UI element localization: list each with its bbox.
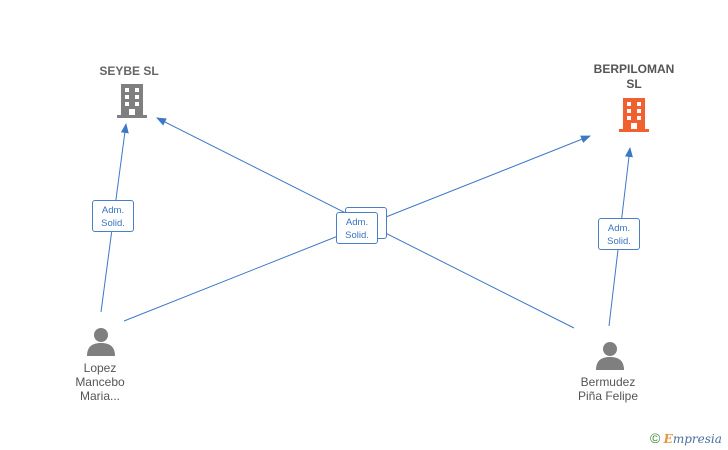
role-badge-center[interactable]: Adm.Solid. — [336, 212, 378, 244]
role-badge-bermudez-berpiloman[interactable]: Adm.Solid. — [598, 218, 640, 250]
company-label-berpiloman: BERPILOMAN SL — [593, 62, 675, 91]
building-icon[interactable] — [618, 98, 650, 132]
role-badge-lopez-seybe[interactable]: Adm.Solid. — [92, 200, 134, 232]
watermark: © Empresia — [650, 430, 722, 446]
brand-logo: Empresia — [663, 432, 722, 446]
person-icon[interactable] — [595, 340, 625, 370]
company-label-seybe: SEYBE SL — [99, 64, 159, 78]
person-label-bermudez: Bermudez Piña Felipe — [577, 375, 639, 403]
copyright-icon: © — [650, 430, 661, 446]
person-icon[interactable] — [86, 326, 116, 356]
building-icon[interactable] — [116, 84, 148, 118]
person-label-lopez: Lopez Mancebo Maria... — [75, 361, 125, 403]
